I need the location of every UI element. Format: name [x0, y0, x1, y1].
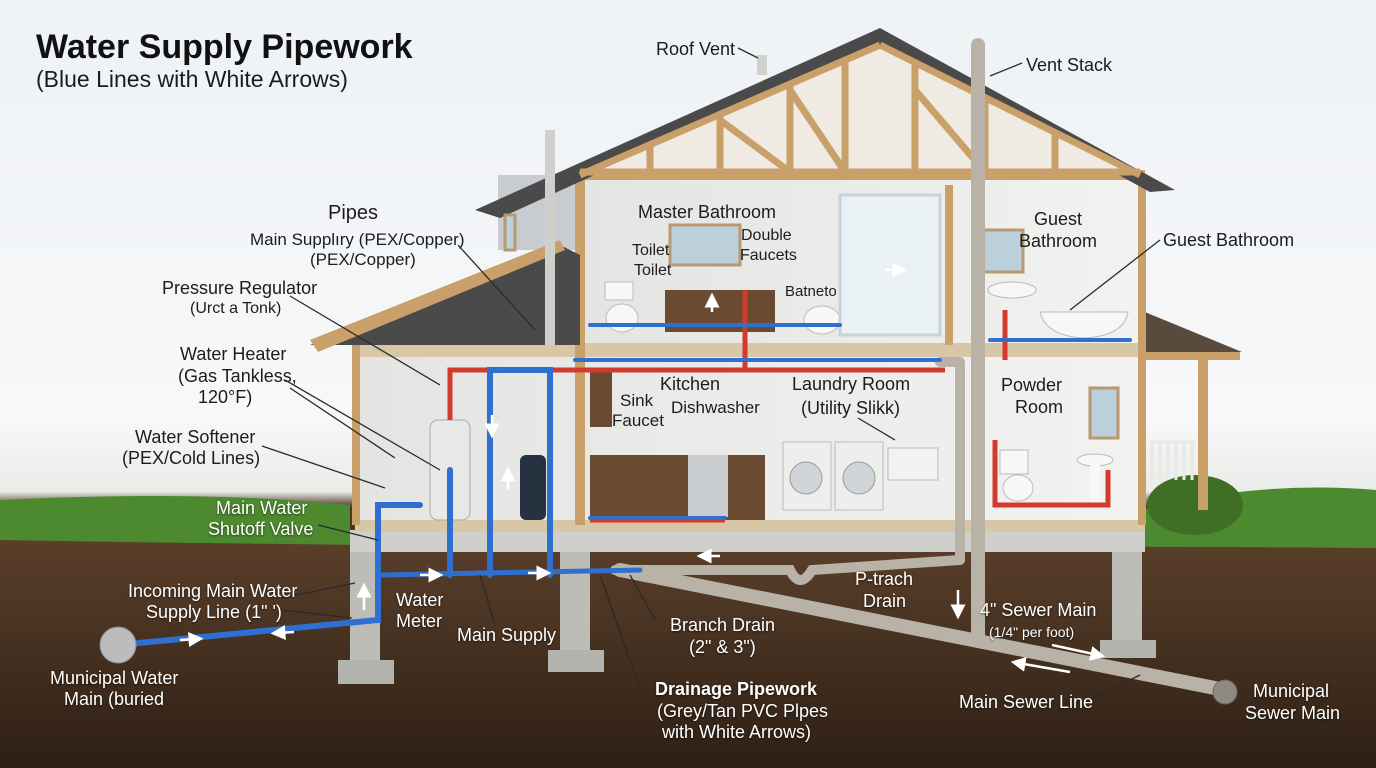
ground: [0, 475, 1376, 768]
leader-lines: [261, 47, 1161, 701]
batneto-label: Batneto: [785, 283, 837, 300]
municipal-sewer-label-2: Sewer Main: [1245, 703, 1341, 723]
porch: [1140, 310, 1242, 510]
vent-stack-label: Vent Stack: [1026, 55, 1113, 75]
municipal-sewer-label-1: Municipal: [1253, 681, 1330, 701]
powder-room-label-2: Room: [1015, 397, 1064, 417]
guest-bathroom-callout: Guest Bathroom: [1163, 230, 1295, 250]
page-title: Water Supply Pipework: [36, 28, 413, 66]
pressure-regulator-sublabel: (Urct a Tonk): [190, 300, 282, 317]
water-softener-sublabel: (PEX/Cold Lines): [122, 448, 261, 468]
sewer-main-label-2: (1/4" per foot): [989, 624, 1075, 640]
toilet-label-1: Toilet: [632, 242, 670, 259]
double-faucets-label-2: Faucets: [740, 247, 797, 264]
incoming-main-line: [115, 502, 423, 648]
faucet-label: Faucet: [612, 411, 664, 430]
toilet-label-2: Toilet: [634, 262, 672, 279]
powder-room-label-1: Powder: [1001, 375, 1063, 395]
water-heater-sublabel-1: (Gas Tankless,: [178, 366, 297, 386]
roofs: [310, 28, 1175, 352]
flow-arrows: [179, 262, 1106, 674]
dishwasher-label: Dishwasher: [671, 398, 760, 417]
pressure-regulator-label: Pressure Regulator: [162, 278, 318, 298]
municipal-water-main-cap: [99, 626, 137, 664]
pipes-label: Pipes: [328, 202, 379, 224]
roof-vent-pipe: [757, 55, 767, 75]
roof-vent-label: Roof Vent: [656, 39, 736, 59]
water-heater-sublabel-2: 120°F): [198, 387, 253, 407]
shrub: [1147, 475, 1243, 535]
drainage-pipework-sublabel-1: (Grey/Tan PVC Plpes: [657, 701, 829, 721]
water-meter-label-1: Water: [396, 590, 444, 610]
branch-drain-label-2: (2" & 3"): [689, 637, 756, 657]
page-subtitle: (Blue Lines with White Arrows): [36, 66, 348, 92]
main-sewer-line: [613, 563, 1232, 697]
guest-bathroom-room-label-2: Bathroom: [1019, 231, 1098, 251]
sewer-main-label-1: 4" Sewer Main: [980, 600, 1097, 620]
drainage-pipework-title: Drainage Pipework: [655, 679, 818, 699]
kitchen-label: Kitchen: [660, 374, 721, 394]
main-sewer-line-label: Main Sewer Line: [959, 692, 1094, 712]
incoming-main-label-1: Incoming Main Water: [128, 581, 298, 601]
main-shutoff-label-2: Shutoff Valve: [208, 519, 314, 539]
guest-bathroom-room-label-1: Guest: [1034, 209, 1083, 229]
water-softener-label: Water Softener: [135, 427, 256, 447]
main-supply-bottom-label: Main Supply: [457, 625, 557, 645]
water-heater-label: Water Heater: [180, 344, 287, 364]
double-faucets-label-1: Double: [741, 227, 792, 244]
sink-label: Sink: [620, 391, 654, 410]
master-bathroom-label: Master Bathroom: [638, 202, 777, 222]
p-trap-label-2: Drain: [863, 591, 907, 611]
drainage-pipework-sublabel-2: with White Arrows): [662, 722, 812, 742]
municipal-water-label-2: Main (buried: [64, 689, 165, 709]
laundry-room-sublabel: (Utility Slikk): [801, 398, 900, 418]
main-shutoff-label-1: Main Water: [216, 498, 308, 518]
windows: [503, 213, 1120, 440]
branch-drain-label-1: Branch Drain: [670, 615, 776, 635]
main-supply-label-1: Main Supplıry (PEX/Copper): [250, 230, 465, 249]
p-trap-label-1: P-trach: [855, 569, 914, 589]
municipal-water-label-1: Municipal Water: [50, 668, 179, 688]
water-meter-label-2: Meter: [396, 611, 443, 631]
main-supply-label-2: (PEX/Copper): [310, 250, 416, 269]
laundry-room-label: Laundry Room: [792, 374, 911, 394]
incoming-main-label-2: Supply Line (1" '): [146, 602, 282, 622]
drain-pipes: [610, 38, 1238, 705]
